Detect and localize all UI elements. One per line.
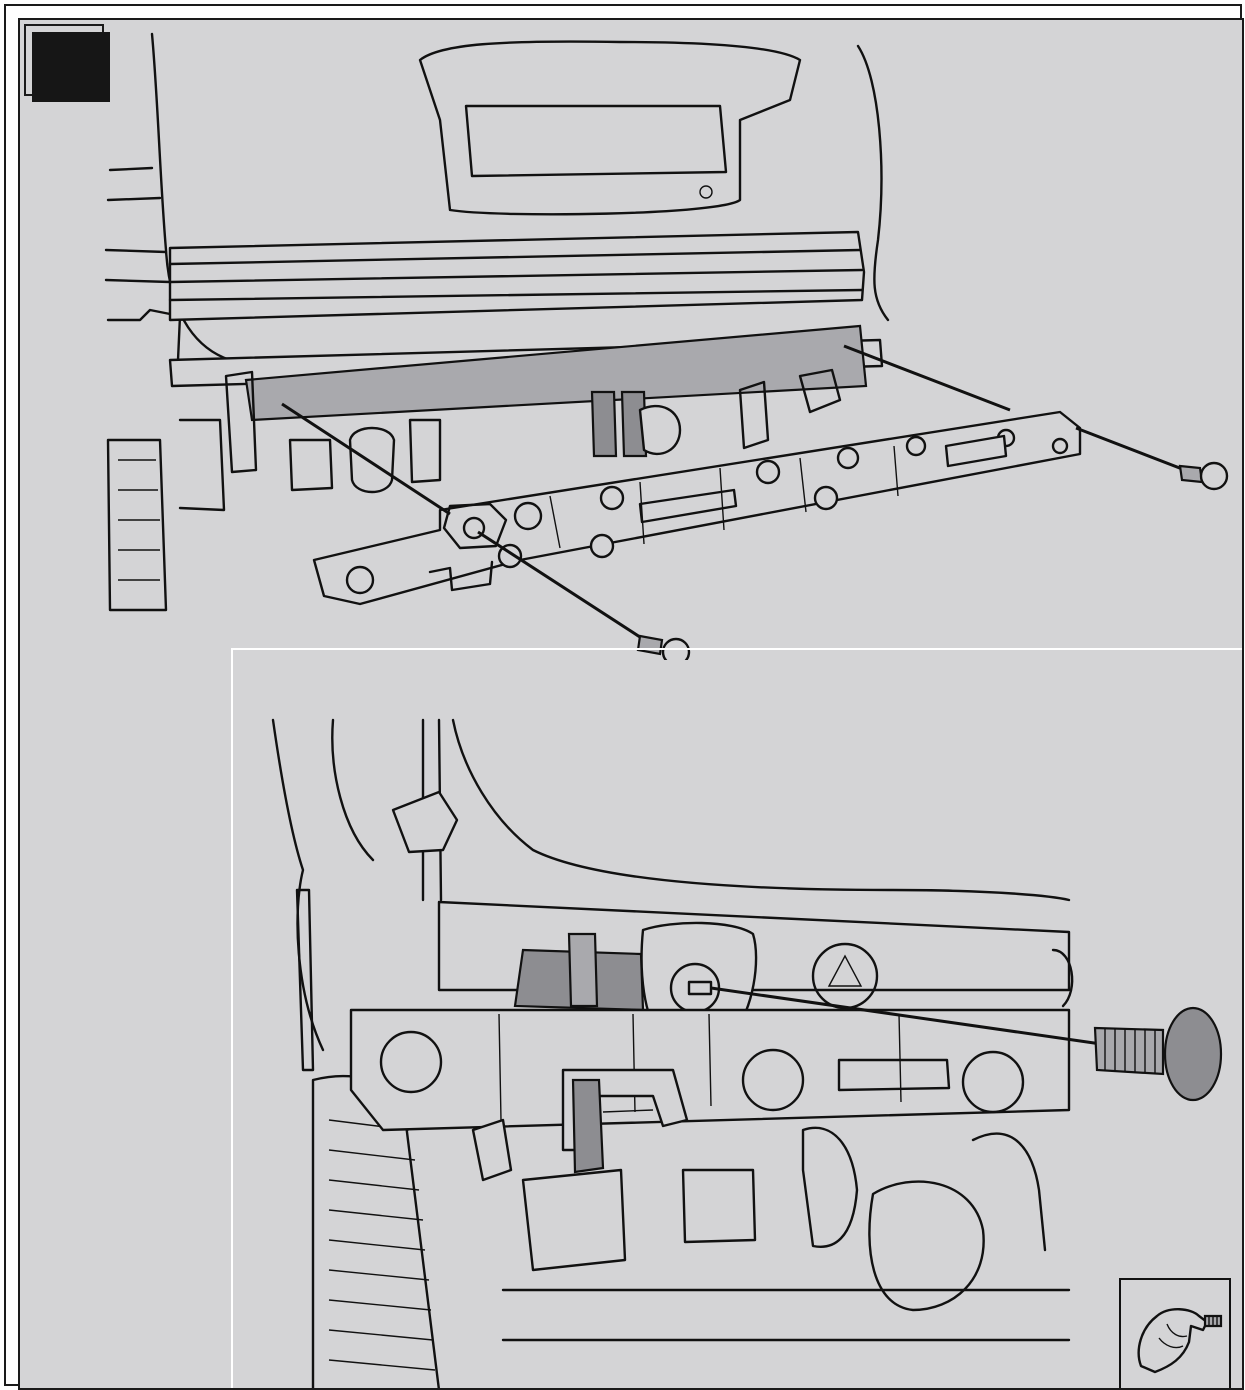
bolt-guide-lines — [281, 344, 1191, 652]
detail-illustration — [271, 718, 1223, 1388]
detail-vehicle-body — [271, 718, 1071, 1072]
hand-tighten-icon — [1119, 1278, 1231, 1388]
hand-icon — [1137, 1308, 1223, 1374]
detail-tire — [311, 1074, 440, 1388]
figure-outer-frame — [4, 4, 1244, 1390]
overview-illustration — [104, 32, 1229, 660]
figure-panel — [18, 18, 1244, 1390]
detail-tow-bar-beam — [349, 1008, 1071, 1174]
bolt-icon — [1178, 461, 1229, 491]
detail-suspension — [471, 1118, 1071, 1342]
detail-inset — [231, 648, 1242, 1388]
tow-bar-beam — [312, 410, 1082, 606]
step-badge — [32, 32, 110, 102]
bolt-icon — [1093, 1006, 1223, 1102]
vehicle-rear-body — [104, 32, 890, 612]
chassis-cross-member — [168, 324, 884, 512]
detail-bolt-line — [710, 986, 1102, 1046]
